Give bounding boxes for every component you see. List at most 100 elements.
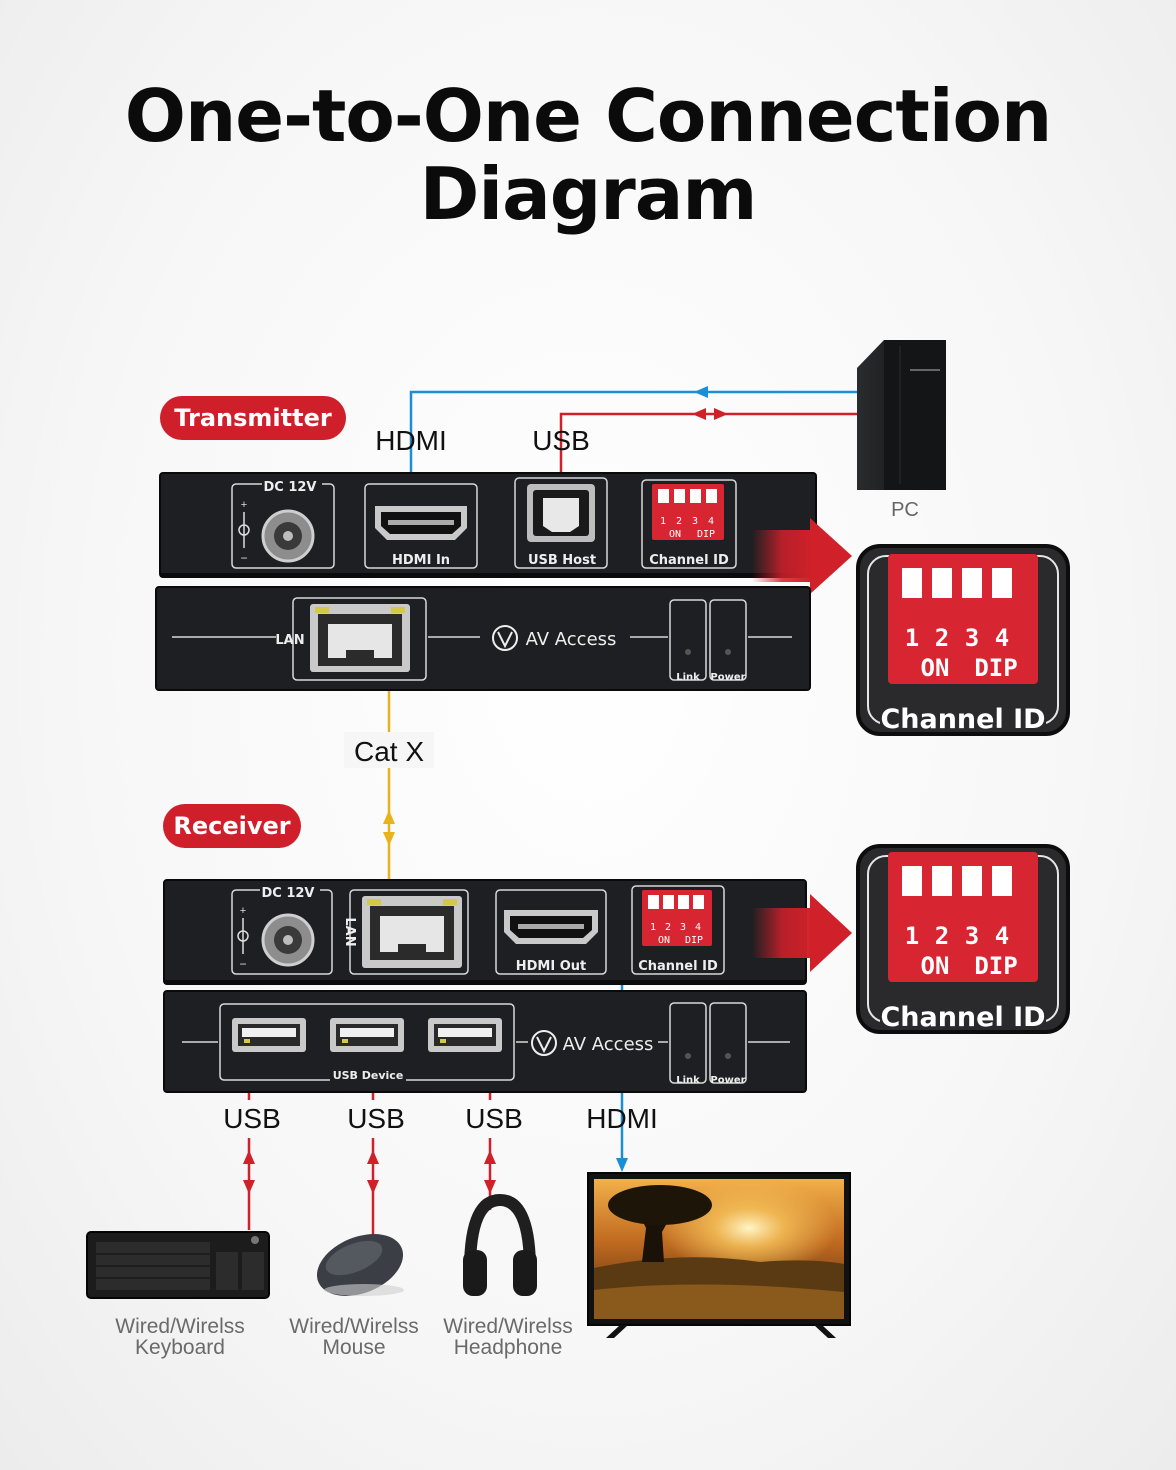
headphone-label-line-1: Wired/Wirelss [443, 1315, 573, 1338]
tx-dip-dip: DIP [697, 529, 715, 540]
tx-dc-jack [261, 509, 315, 563]
av-access-logo-icon [492, 625, 518, 651]
receiver-label: Receiver [173, 812, 290, 840]
tx-dip-n4: 4 [708, 516, 714, 527]
mouse-label-line-2: Mouse [322, 1336, 385, 1359]
tx-lan-label: LAN [275, 633, 304, 648]
rx-lan-label: LAN [342, 917, 357, 946]
rx-usb-a-port-2 [330, 1018, 404, 1052]
tx-hdmi-cable [405, 386, 857, 487]
rx-zoom-dip: DIP [974, 952, 1017, 980]
headphone-label-line-2: Headphone [454, 1336, 563, 1359]
tx-zoom-arrow [752, 518, 852, 594]
rx-dip-n4: 4 [695, 922, 701, 933]
receiver-front-panel: DC 12V + − LAN HDMI Out [163, 879, 807, 985]
tx-channel-id-label: Channel ID [649, 553, 729, 568]
keyboard-label-line-1: Wired/Wirelss [115, 1315, 245, 1338]
rx-zoom-on: ON [921, 952, 950, 980]
tx-power-led [725, 649, 731, 655]
mouse-icon [316, 1234, 404, 1296]
rx-dip-n2: 2 [665, 922, 671, 933]
tx-dip-on: ON [669, 529, 681, 540]
rx-usb-device-label: USB Device [333, 1069, 404, 1082]
tx-brand-label: AV Access [526, 629, 617, 650]
svg-text:+: + [240, 905, 246, 917]
pc-label: PC [891, 499, 919, 521]
rx-hdmi-out-label: HDMI Out [516, 959, 587, 974]
rx-link-label: Link [676, 1075, 700, 1086]
rx-usb-a-port-1 [232, 1018, 306, 1052]
tx-link-led [685, 649, 691, 655]
rx-lan-port [362, 896, 462, 968]
transmitter-badge: Transmitter [160, 396, 346, 440]
rx-brand-label: AV Access [563, 1034, 654, 1055]
keyboard-icon [86, 1231, 270, 1299]
svg-text:−: − [240, 551, 247, 565]
tx-zoom-n3: 3 [965, 624, 979, 652]
rx-zoom-n3: 3 [965, 922, 979, 950]
catx-cable [383, 677, 395, 896]
rx-link-led [685, 1053, 691, 1059]
tx-power-label: Power [710, 672, 745, 683]
tx-usb-label: USB [532, 425, 590, 456]
tx-lan-port [310, 604, 410, 672]
rx-dip-on: ON [658, 935, 670, 946]
pc-tower-icon [857, 340, 946, 490]
tx-channel-id-zoom: 1 2 3 4 ON DIP Channel ID [856, 544, 1070, 736]
tx-hdmi-label: HDMI [375, 425, 447, 456]
rx-usb-a-port-3 [428, 1018, 502, 1052]
rx-dc-label: DC 12V [261, 886, 314, 901]
tx-dip-n2: 2 [676, 516, 682, 527]
rx-channel-id-label: Channel ID [638, 959, 718, 974]
tx-dip-switch: 1 2 3 4 ON DIP [652, 484, 724, 540]
rx-usb-label-2: USB [347, 1103, 405, 1134]
receiver-badge: Receiver [163, 804, 301, 848]
rx-dc-polarity-icon: + − [237, 905, 249, 971]
rx-usb-label-1: USB [223, 1103, 281, 1134]
rx-av-access-logo-icon [531, 1030, 557, 1056]
tx-dip-n1: 1 [660, 516, 666, 527]
keyboard-label-line-2: Keyboard [135, 1336, 225, 1359]
receiver-back-panel: USB Device AV Access Link Power [163, 990, 807, 1093]
rx-dip-n1: 1 [650, 922, 656, 933]
tx-zoom-n2: 2 [935, 624, 949, 652]
rx-zoom-label: Channel ID [880, 1002, 1045, 1033]
diagram-title-line-2: Diagram [419, 152, 758, 236]
rx-dip-dip: DIP [685, 935, 703, 946]
mouse-label-line-1: Wired/Wirelss [289, 1315, 419, 1338]
tx-usb-host-label: USB Host [528, 553, 596, 568]
rx-channel-id-zoom: 1 2 3 4 ON DIP Channel ID [856, 844, 1070, 1034]
svg-text:+: + [241, 499, 247, 511]
tx-usb-b-port [527, 484, 595, 542]
rx-zoom-arrow [752, 894, 852, 972]
rx-zoom-n1: 1 [905, 922, 919, 950]
rx-power-label: Power [710, 1075, 745, 1086]
tx-zoom-label: Channel ID [880, 704, 1045, 735]
rx-dc-jack [261, 913, 315, 967]
svg-text:−: − [239, 957, 246, 971]
transmitter-front-panel: DC 12V + − HDMI In USB Host [159, 472, 817, 578]
tx-hdmi-port [375, 506, 467, 540]
tx-hdmi-in-label: HDMI In [392, 553, 450, 568]
rx-zoom-n2: 2 [935, 922, 949, 950]
rx-dip-switch: 1 2 3 4 ON DIP [642, 890, 712, 946]
rx-usb-label-3: USB [465, 1103, 523, 1134]
diagram-title-line-1: One-to-One Connection [124, 74, 1052, 158]
transmitter-back-panel: LAN AV Access Link Power [155, 586, 811, 691]
tx-zoom-dip: DIP [974, 654, 1017, 682]
rx-hdmi-port [504, 910, 598, 944]
catx-label: Cat X [354, 736, 424, 767]
rx-zoom-n4: 4 [995, 922, 1009, 950]
transmitter-label: Transmitter [174, 404, 332, 432]
tv-icon [587, 1172, 851, 1338]
tx-zoom-on: ON [921, 654, 950, 682]
rx-dip-n3: 3 [680, 922, 686, 933]
tx-dc-label: DC 12V [263, 480, 316, 495]
headphone-icon [463, 1193, 537, 1296]
rx-hdmi-label: HDMI [586, 1103, 658, 1134]
tx-dc-polarity-icon: + − [238, 499, 250, 565]
tx-dip-n3: 3 [692, 516, 698, 527]
tx-zoom-n1: 1 [905, 624, 919, 652]
tx-link-label: Link [676, 672, 700, 683]
